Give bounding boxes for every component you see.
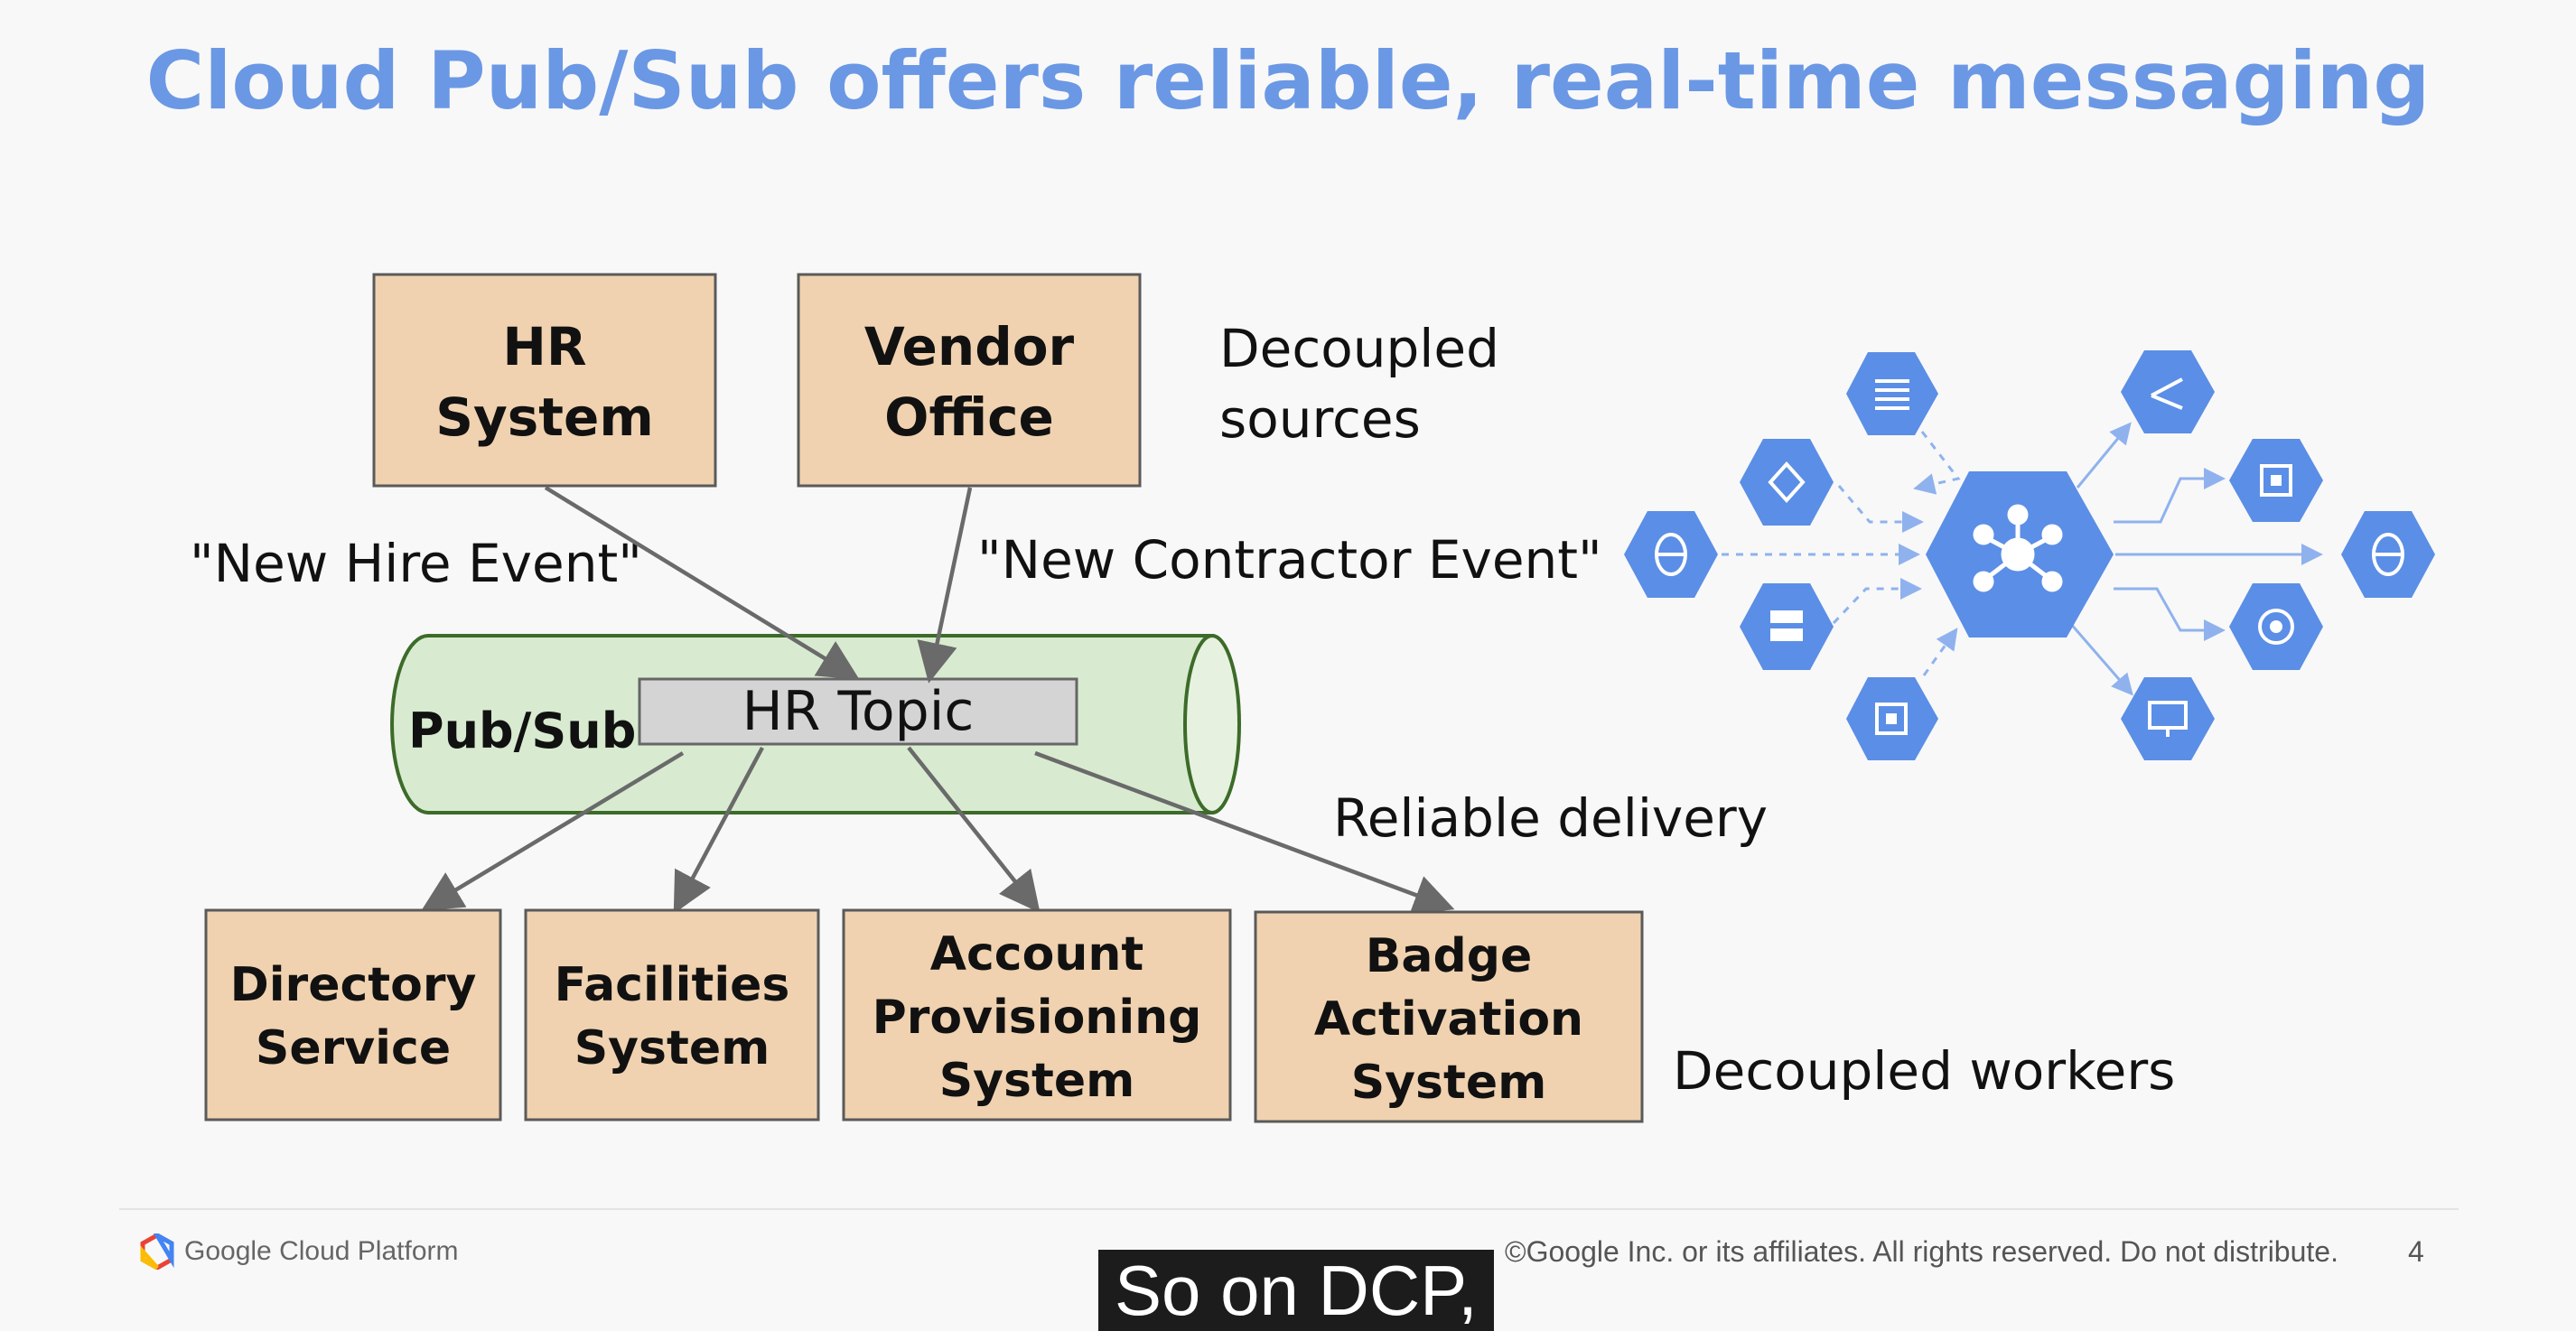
worker-label-line1: Facilities bbox=[555, 958, 790, 1012]
worker-badge-activation: Badge Activation System bbox=[1254, 910, 1644, 1123]
worker-account-provisioning: Account Provisioning System bbox=[842, 908, 1232, 1122]
bug-icon bbox=[1624, 511, 1718, 598]
list-icon bbox=[1846, 352, 1938, 435]
arrow-topic-to-directory bbox=[421, 751, 685, 911]
bug-icon bbox=[2341, 511, 2435, 598]
decoupled-workers-label: Decoupled workers bbox=[1673, 1040, 2175, 1102]
storage-icon bbox=[1740, 583, 1834, 670]
hr-topic-label: HR Topic bbox=[742, 680, 975, 743]
worker-label-line2: System bbox=[574, 1021, 770, 1075]
worker-label-line1: Directory bbox=[230, 958, 477, 1012]
new-hire-event-label: "New Hire Event" bbox=[190, 533, 642, 594]
gcp-brand-text: Google Cloud Platform bbox=[184, 1236, 459, 1266]
source-label-line1: HR bbox=[502, 316, 586, 377]
target-icon bbox=[2229, 583, 2323, 670]
page-number: 4 bbox=[2408, 1235, 2424, 1268]
decoupled-sources-label-line2: sources bbox=[1219, 388, 1421, 450]
gcp-logo: Google Cloud Platform bbox=[139, 1233, 459, 1270]
arrow-topic-to-account bbox=[907, 746, 1041, 914]
source-vendor-office: Vendor Office bbox=[797, 273, 1142, 488]
decoupled-sources-label: Decoupled bbox=[1219, 318, 1499, 379]
arrow-hr-to-topic bbox=[544, 486, 860, 680]
pubsub-label: Pub/Sub bbox=[408, 703, 636, 759]
footer-divider bbox=[119, 1208, 2459, 1210]
worker-label-line2: Provisioning bbox=[873, 991, 1202, 1045]
monitor-icon bbox=[2121, 677, 2215, 760]
source-label-line2: Office bbox=[884, 386, 1054, 448]
worker-label-line2: Service bbox=[256, 1021, 451, 1075]
worker-label-line3: System bbox=[1351, 1056, 1547, 1110]
arrow-topic-to-badge bbox=[1034, 750, 1455, 915]
diamond-arrows-icon bbox=[1740, 439, 1834, 526]
worker-label-line3: System bbox=[939, 1054, 1135, 1108]
chip-icon bbox=[2229, 439, 2323, 522]
reliable-delivery-label: Reliable delivery bbox=[1333, 787, 1768, 849]
video-caption: So on DCP, bbox=[1098, 1250, 1494, 1331]
worker-label-line1: Badge bbox=[1366, 929, 1532, 983]
gcp-hexagon-icon bbox=[140, 1233, 174, 1270]
worker-label-line2: Activation bbox=[1314, 992, 1583, 1047]
branch-icon bbox=[2121, 350, 2215, 433]
source-label-line1: Vendor bbox=[864, 316, 1075, 377]
chip-icon bbox=[1846, 677, 1938, 760]
copyright-notice: ©Google Inc. or its affiliates. All righ… bbox=[1505, 1235, 2338, 1268]
hr-topic: HR Topic bbox=[638, 677, 1078, 746]
arrow-topic-to-facilities bbox=[673, 746, 764, 914]
pubsub-network-illustration bbox=[1624, 350, 2435, 760]
worker-directory-service: Directory Service bbox=[204, 908, 502, 1122]
slide-title: Cloud Pub/Sub offers reliable, real-time… bbox=[145, 34, 2431, 127]
arrow-vendor-to-topic bbox=[917, 487, 973, 684]
source-label-line2: System bbox=[435, 386, 654, 448]
source-hr-system: HR System bbox=[372, 273, 717, 488]
pubsub-hub-icon bbox=[1926, 471, 2114, 638]
worker-facilities-system: Facilities System bbox=[524, 908, 820, 1122]
new-contractor-event-label: "New Contractor Event" bbox=[977, 529, 1602, 591]
worker-label-line1: Account bbox=[930, 927, 1144, 982]
